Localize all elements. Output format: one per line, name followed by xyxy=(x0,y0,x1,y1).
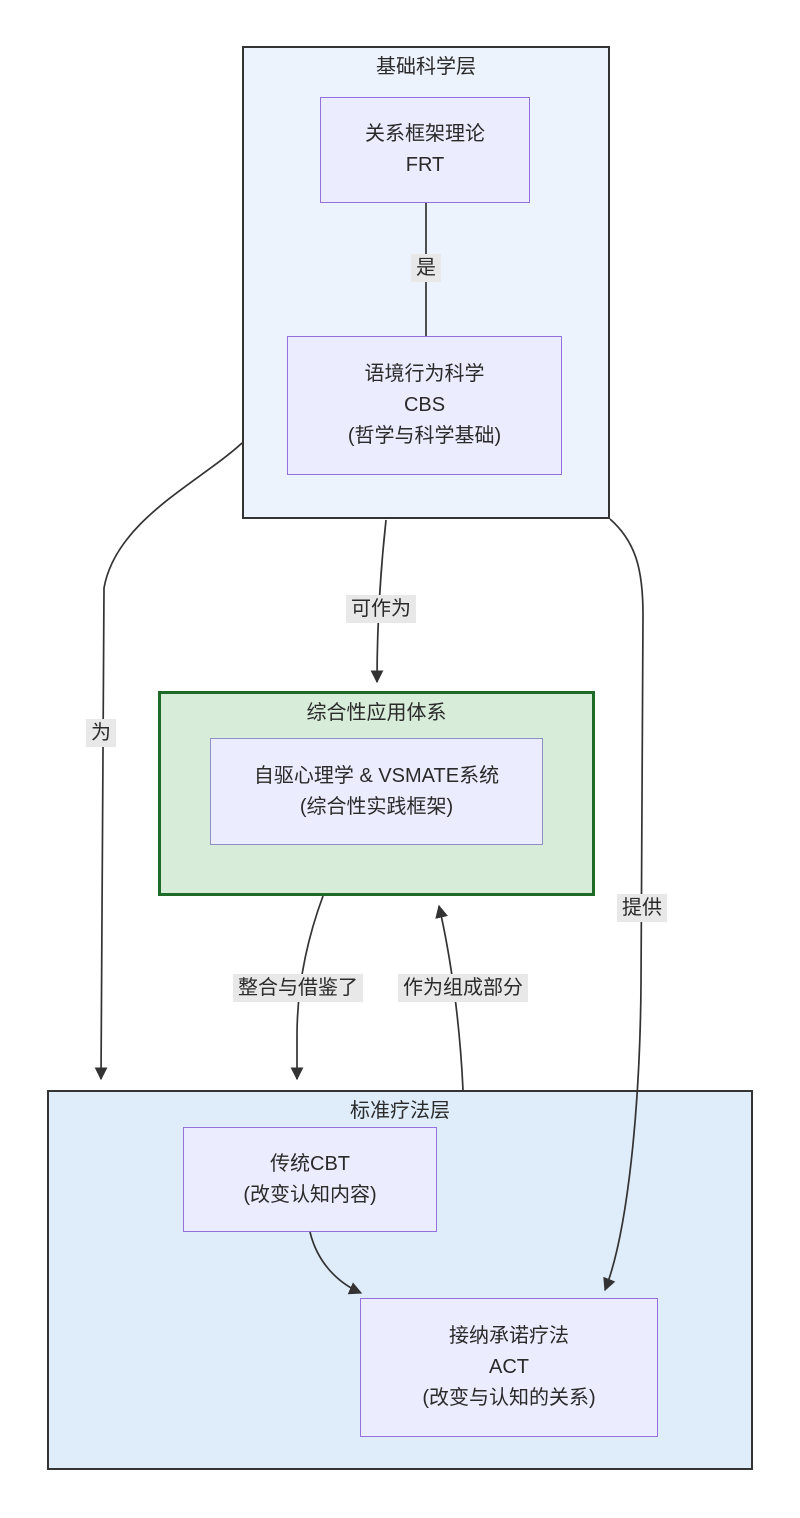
edge-label-integrates: 整合与借鉴了 xyxy=(233,974,363,1002)
node-selfdrive-line1: 自驱心理学 & VSMATE系统 xyxy=(253,764,500,787)
edge-label-as-component: 作为组成部分 xyxy=(398,974,528,1002)
node-cbs: 语境行为科学 CBS (哲学与科学基础) xyxy=(287,336,562,475)
node-cbt-line1: 传统CBT xyxy=(270,1152,350,1175)
cluster-foundation-title: 基础科学层 xyxy=(376,56,476,78)
node-act: 接纳承诺疗法 ACT (改变与认知的关系) xyxy=(360,1298,658,1437)
node-act-line3: (改变与认知的关系) xyxy=(422,1387,596,1409)
node-cbs-line1: 语境行为科学 xyxy=(364,363,485,385)
cluster-therapy-title: 标准疗法层 xyxy=(350,1100,450,1122)
edge-label-is: 是 xyxy=(411,254,441,282)
node-frt: 关系框架理论 FRT xyxy=(320,97,530,203)
node-act-line1: 接纳承诺疗法 xyxy=(449,1325,569,1347)
node-selfdrive-vsmate: 自驱心理学 & VSMATE系统 (综合性实践框架) xyxy=(210,738,543,845)
node-cbs-line2: CBS xyxy=(403,394,446,416)
node-frt-line1: 关系框架理论 xyxy=(365,123,485,145)
node-cbt-line2: (改变认知内容) xyxy=(243,1183,377,1206)
edge-label-for: 为 xyxy=(86,719,116,747)
cluster-application-title: 综合性应用体系 xyxy=(306,702,447,724)
node-selfdrive-line2: (综合性实践框架) xyxy=(299,795,454,818)
edge-label-provides: 提供 xyxy=(617,894,667,922)
node-frt-line2: FRT xyxy=(405,154,445,176)
node-cbs-line3: (哲学与科学基础) xyxy=(347,425,502,447)
node-act-line2: ACT xyxy=(489,1356,529,1378)
node-traditional-cbt: 传统CBT (改变认知内容) xyxy=(183,1127,437,1232)
edge-label-can-serve-as: 可作为 xyxy=(346,595,416,623)
